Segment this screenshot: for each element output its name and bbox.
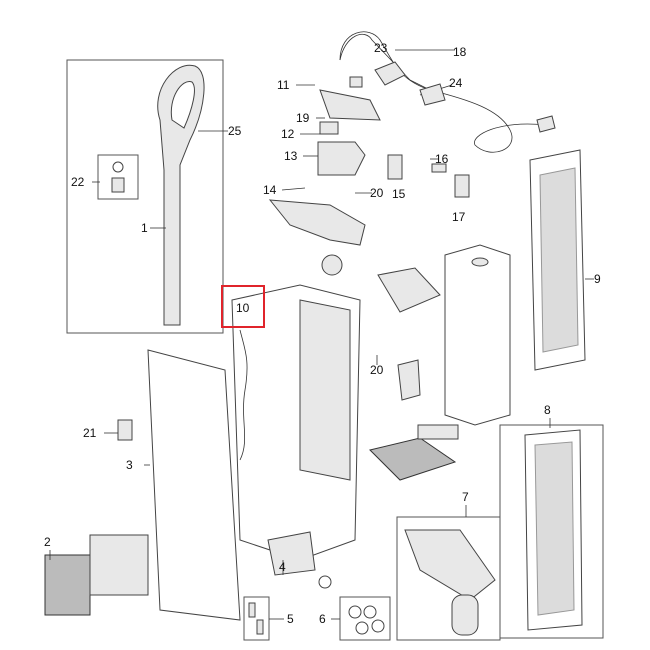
brush-5b: [256, 619, 264, 635]
label-3: 3: [126, 458, 133, 472]
cable-parts: [268, 31, 556, 246]
filter-pad: [417, 424, 459, 440]
connector-24: [419, 83, 446, 106]
label-19: 19: [296, 111, 310, 125]
part-labels: 18 23 24 11 19 12 13 25 22 16 14 20 15 1…: [44, 41, 601, 626]
label-17: 17: [452, 210, 466, 224]
side-panels: [499, 149, 604, 639]
switch-12: [319, 121, 339, 135]
label-24: 24: [449, 76, 463, 90]
bottom-parts: [44, 534, 391, 641]
cap-part: [349, 76, 363, 88]
inlet-plate: [377, 267, 441, 313]
label-7: 7: [462, 490, 469, 504]
label-23: 23: [374, 41, 388, 55]
part-16: [431, 163, 447, 173]
label-25: 25: [228, 124, 242, 138]
ring-6c: [355, 621, 369, 635]
label-5: 5: [287, 612, 294, 626]
part-22-ring: [112, 161, 124, 173]
handle-group-frame: [66, 59, 224, 334]
elbow-part: [397, 359, 421, 401]
label-10: 10: [236, 301, 250, 315]
plate-19: [319, 89, 381, 121]
latch-21: [117, 419, 133, 441]
label-8: 8: [544, 403, 551, 417]
label-6: 6: [319, 612, 326, 626]
label-13: 13: [284, 149, 298, 163]
label-22: 22: [71, 175, 85, 189]
tube-part: [321, 254, 343, 276]
part-17: [454, 174, 470, 198]
base-plate-14: [268, 199, 366, 246]
tube-7: [451, 594, 479, 636]
housing-13: [317, 141, 366, 176]
label-20-mid: 20: [370, 363, 384, 377]
ring-6d: [371, 619, 385, 633]
label-21: 21: [83, 426, 97, 440]
handle-part-1: [157, 64, 205, 326]
handle-grip-hole: [170, 81, 195, 129]
ring-6a: [348, 605, 362, 619]
label-16: 16: [435, 152, 449, 166]
filter-grid: [369, 437, 457, 481]
part-5-frame: [243, 596, 270, 641]
main-body: [104, 254, 361, 621]
bracket-15: [387, 154, 403, 180]
panel-8-grid: [534, 441, 575, 616]
highlight-box-part-10: [221, 285, 265, 328]
part-7-group: [396, 505, 501, 641]
label-14: 14: [263, 183, 277, 197]
motor-4: [267, 531, 316, 576]
part-22-box: [97, 154, 139, 200]
grille-2: [44, 554, 91, 616]
ring-part: [318, 575, 332, 589]
label-12: 12: [281, 127, 295, 141]
label-15: 15: [392, 187, 406, 201]
label-4: 4: [279, 560, 286, 574]
panel-9-grid: [539, 167, 579, 353]
label-11: 11: [277, 78, 290, 92]
container-opening: [471, 257, 489, 267]
plug-24: [536, 115, 556, 133]
motor-cooling-fins: [299, 299, 351, 481]
ring-6b: [363, 605, 377, 619]
part-22-clip: [111, 177, 125, 193]
base-plate-7: [404, 529, 496, 601]
label-2: 2: [44, 535, 51, 549]
part-7-frame: [396, 516, 501, 641]
part-6-frame: [339, 596, 391, 641]
label-1: 1: [141, 221, 148, 235]
label-18: 18: [453, 45, 467, 59]
label-9: 9: [594, 272, 601, 286]
front-cover-3: [147, 349, 241, 621]
handle-assembly: [66, 59, 228, 334]
brush-5a: [248, 602, 256, 618]
label-20-top: 20: [370, 186, 384, 200]
dust-container: [369, 244, 511, 481]
plug-23: [374, 61, 406, 86]
container-box: [444, 244, 511, 426]
filter-hepa: [89, 534, 149, 596]
